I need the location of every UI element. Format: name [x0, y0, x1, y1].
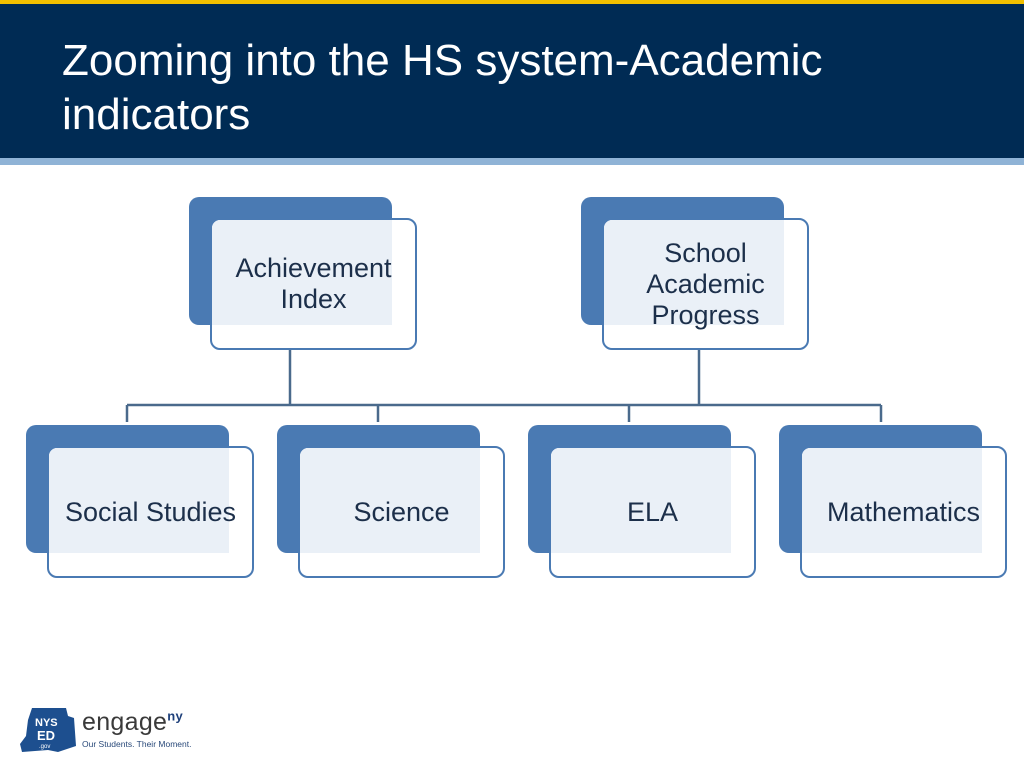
logo-gov-text: .gov [39, 744, 50, 750]
node-achievement-index: Achievement Index [189, 197, 417, 350]
node-label: School Academic Progress [646, 237, 765, 330]
node-ela: ELA [528, 425, 756, 578]
logo-nys-text: NYS [35, 717, 58, 729]
node-school-academic-progress: School Academic Progress [581, 197, 809, 350]
node-label: ELA [626, 496, 679, 527]
node-label: Achievement Index [235, 253, 392, 314]
nysed-logo-icon: NYS ED .gov [20, 708, 76, 752]
logo-ed-text: ED [37, 728, 55, 743]
engage-text: engage [82, 708, 168, 736]
slide-title: Zooming into the HS system-Academic indi… [62, 36, 823, 139]
node-social-studies: Social Studies [26, 425, 254, 578]
header-stripe [0, 158, 1024, 165]
slide-header: Zooming into the HS system-Academic indi… [0, 0, 1024, 158]
ny-text: ny [167, 708, 184, 724]
node-label: Social Studies [64, 496, 237, 527]
engageny-wordmark: engageny [82, 708, 183, 737]
node-mathematics: Mathematics [779, 425, 1007, 578]
node-label: Science [353, 496, 450, 527]
node-label: Mathematics [826, 496, 981, 527]
logo-tagline: Our Students. Their Moment. [82, 739, 192, 749]
node-science: Science [277, 425, 505, 578]
